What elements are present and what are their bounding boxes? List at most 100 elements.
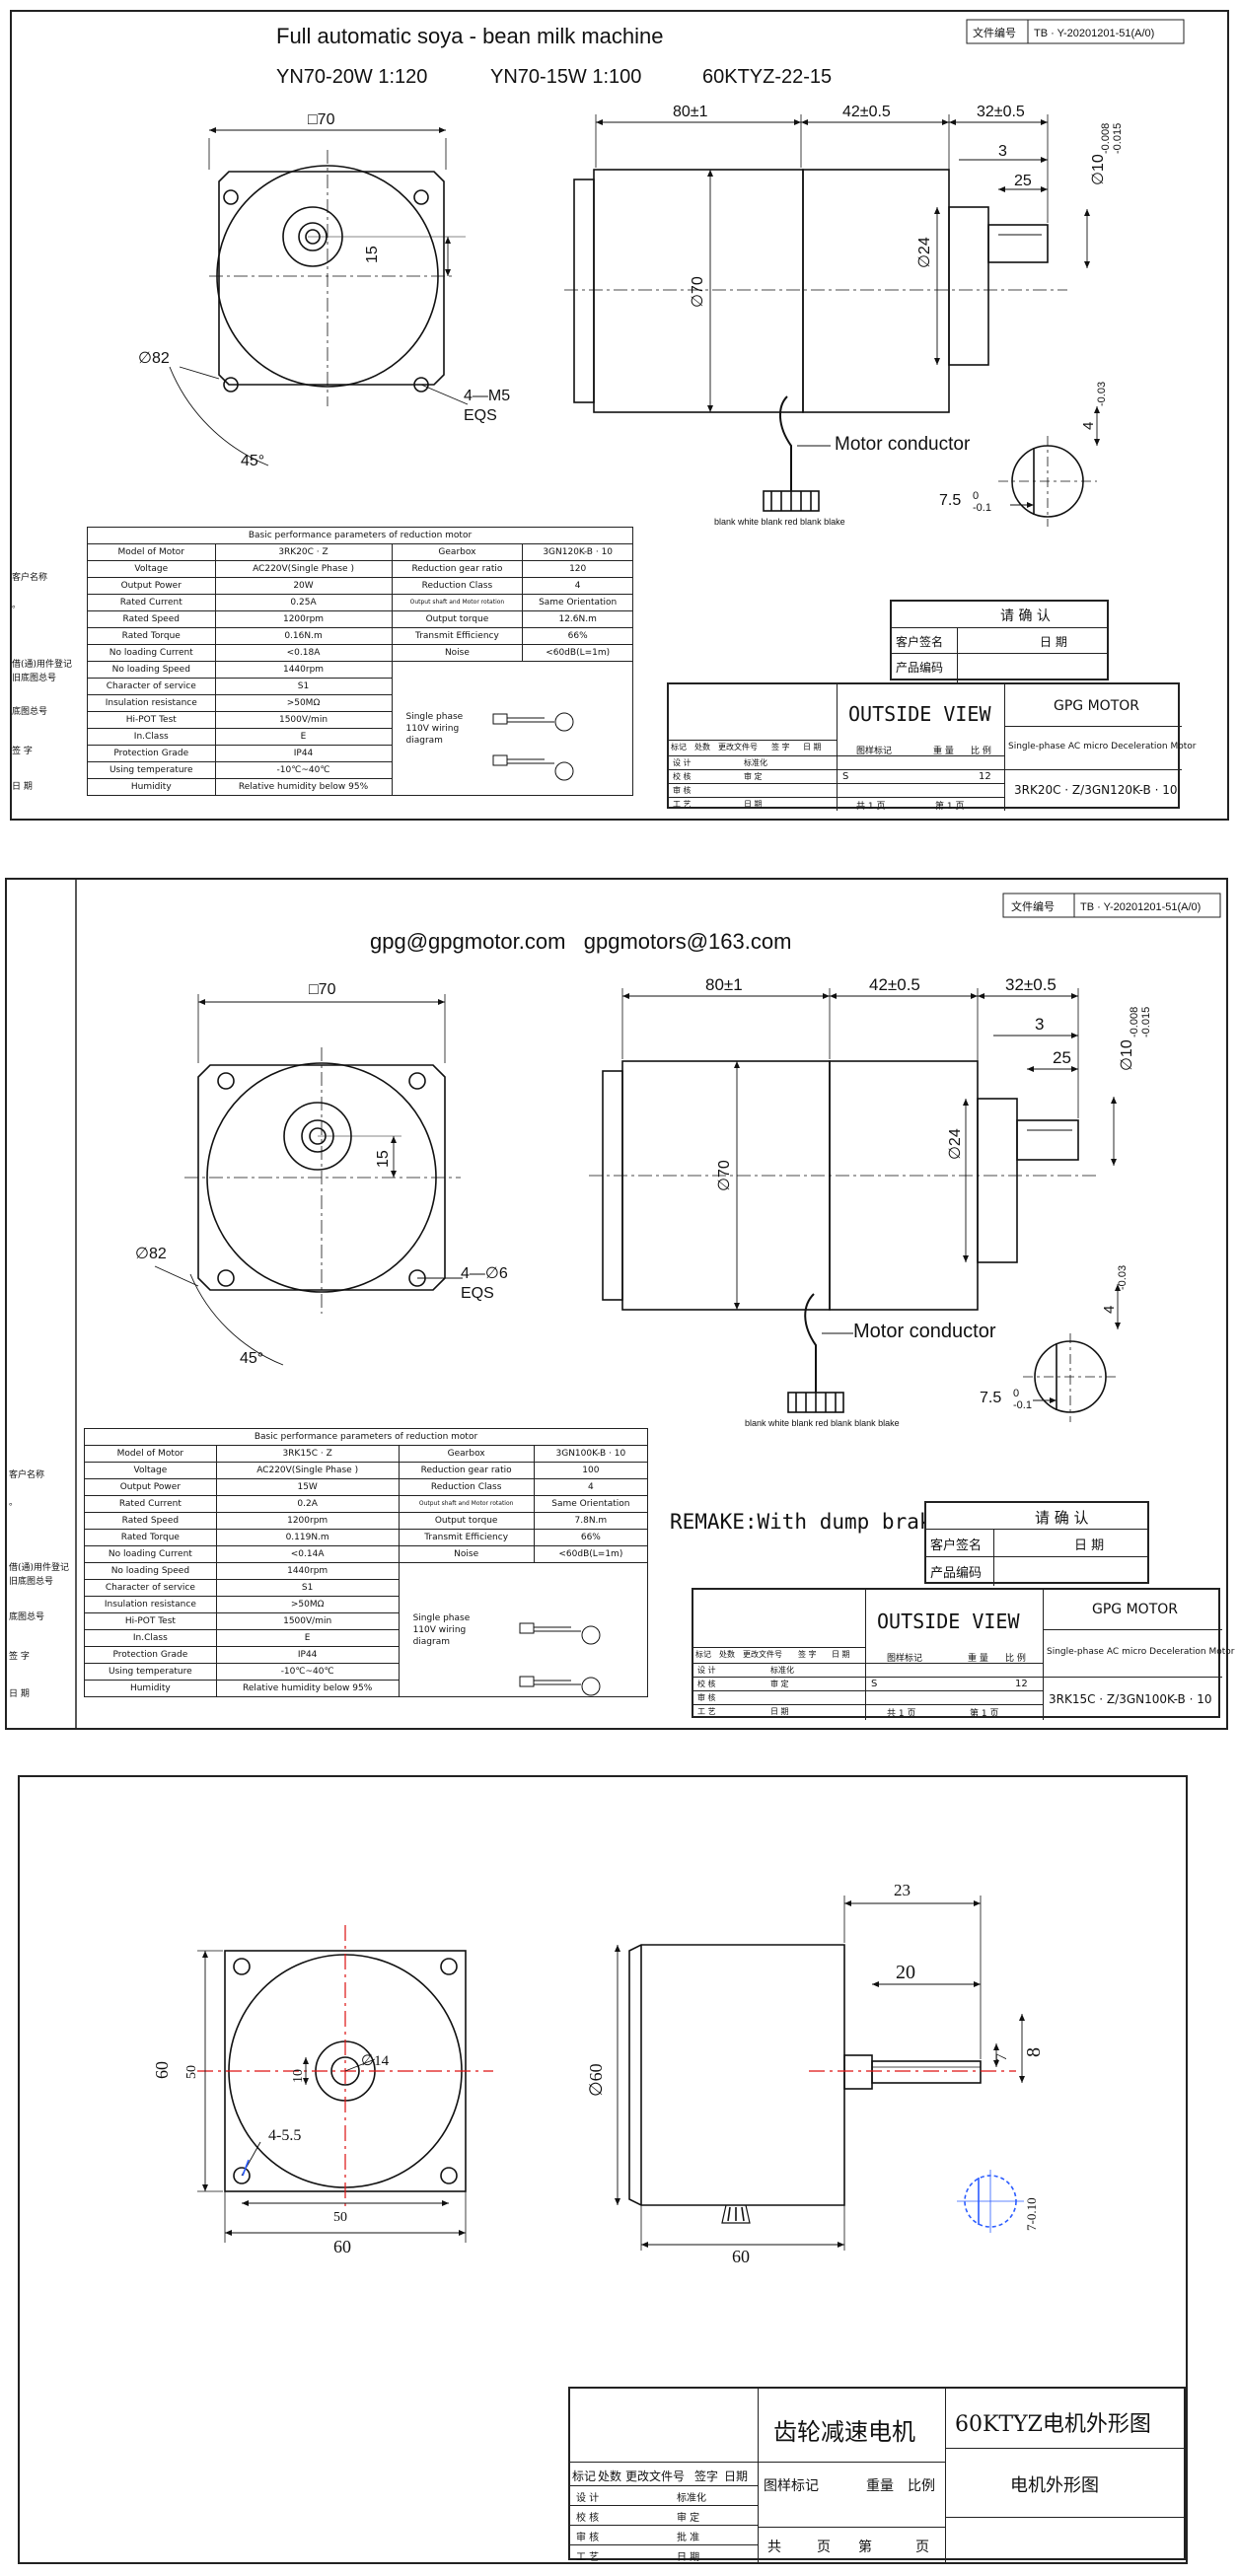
spec-cell: Output torque [391,610,524,628]
sheet2-side-label: 底图总号 [9,1612,45,1622]
spec-cell: -10℃~40℃ [215,1663,400,1681]
sheet1-dim-key25: 25 [1014,173,1032,189]
spec-cell: Voltage [84,1462,217,1479]
sheet2-emails: gpg@gpgmotor.com gpgmotors@163.com [370,929,791,954]
spec-cell: Same Orientation [533,1495,649,1513]
sheet2-title-block: OUTSIDE VIEW GPG MOTOR Single-phase AC m… [692,1588,1234,1720]
sheet3-tb-header: 签字 [694,2469,719,2483]
spec-cell: Character of service [84,1579,217,1597]
spec-cell: 3GN100K-B · 10 [533,1445,649,1463]
sheet2-tb-header: 处数 [719,1650,735,1659]
spec-cell: 1440rpm [214,661,393,679]
sheet3-tb-page-no: 第 [858,2540,872,2555]
spec-cell: AC220V(Single Phase ) [215,1462,400,1479]
spec-cell: 0.119N.m [215,1529,400,1546]
sheet1-dim-holes: 4—M5 [464,388,510,404]
sheet1-tb-row: 审 核 [673,786,692,795]
sheet1-tb-header: 日 期 [803,743,822,751]
sheet1-motor-conductor: Motor conductor [835,434,971,455]
sheet3-tb-header: 标记 [572,2469,597,2483]
sheet2-dim-gear-len: 42±0.5 [869,975,920,994]
sheet3-dim-shaft23: 23 [894,1881,911,1899]
spec-cell: Hi-POT Test [87,711,216,729]
sheet3-tb-approval: 批 准 [677,2533,700,2543]
sheet3-tb-header: 更改文件号 [625,2469,686,2483]
sheet3-tb-approval: 审 定 [677,2513,700,2524]
sheet1-dim-shaft-tol-top: -0.008 [1100,123,1112,154]
spec-cell: Reduction gear ratio [398,1462,535,1479]
spec-cell: 12.6N.m [522,610,633,628]
sheet3-dim-bore10: 10 [291,2069,306,2083]
sheet2-dim-square: □70 [309,981,336,998]
spec-cell: 66% [533,1529,649,1546]
sheet2-side-label: 签 字 [9,1652,30,1662]
spec-cell: Rated Torque [84,1529,217,1546]
sheet1-wiring-label: Single phase 110V wiring diagram [405,711,464,746]
spec-cell: 3RK15C · Z [215,1445,400,1463]
sheet3-tb-header: 日期 [724,2469,749,2483]
sheet2-spec-table: Basic performance parameters of reductio… [84,1428,649,1697]
sheet3-front-view [197,1925,493,2243]
sheet3-tb-pages-total: 共 [767,2540,781,2555]
sheet1-tb-stage: 图样标记 [856,747,893,756]
spec-cell: 0.16N.m [214,627,393,645]
sheet1-drawing: Full automatic soya - bean milk machine … [138,19,1185,781]
sheet2-confirm-customer: 客户签名 [930,1538,983,1553]
sheet1-tb-approval: 标准化 [744,758,767,767]
spec-cell: Insulation resistance [84,1596,217,1613]
sheet3-tb-row: 工 艺 [576,2552,600,2563]
spec-cell: No loading Current [84,1545,217,1563]
sheet1-dim-key-depth: 4 [1080,422,1097,430]
sheet1-dim-shaft-dia: ∅10 [1090,154,1107,185]
sheet1-tb-header: 更改文件号 [718,743,758,751]
sheet3-tb-pages-unit: 页 [817,2540,831,2555]
sheet1-side-label: 底图总号 [12,707,48,717]
sheet3-dim-flat-tol: 7-0.10 [1024,2197,1039,2231]
spec-cell: Relative humidity below 95% [214,778,393,796]
sheet2-tb-model: 3RK15C · Z/3GN100K-B · 10 [1049,1692,1212,1706]
sheet3-tb-drawing: 电机外形图 [1010,2475,1099,2496]
sheet2-tb-row: 校 核 [697,1680,716,1688]
sheet2-tb-weight: 重 量 [968,1654,988,1664]
spec-cell: No loading Speed [87,661,216,679]
sheet1-tb-row: 工 艺 [673,800,692,809]
sheet2-confirm-date: 日 期 [1074,1538,1105,1553]
sheet1-dim-angle: 45° [241,453,264,469]
sheet3-dim-flat7: 7 [993,2053,1010,2061]
sheet2-tb-approval: 日 期 [770,1707,789,1716]
spec-cell: S1 [215,1579,400,1597]
sheet1-model-2: YN70-15W 1:100 [490,66,641,88]
sheet1-confirm-box: 请 确 认 客户签名 日 期 产品编码 [890,600,1109,682]
sheet2-dim-boss-dia: ∅24 [947,1128,964,1160]
spec-cell: Rated Speed [84,1512,217,1530]
sheet2-dim-flat-tol-bot: -0.1 [1013,1399,1032,1411]
spec-cell: No loading Current [87,644,216,662]
sheet2-side-label: 旧底图总号 [9,1577,54,1587]
sheet2-tb-scale-value: 12 [1015,1679,1028,1689]
spec-cell: 1440rpm [215,1562,400,1580]
spec-cell: >50MΩ [215,1596,400,1613]
sheet3-dim-holes: 4-5.5 [268,2127,301,2144]
sheet3-tb-name: 齿轮减速电机 [773,2418,915,2446]
spec-cell: Gearbox [391,543,524,561]
spec-cell: 3RK20C · Z [214,543,393,561]
sheet3-tb-stage: 图样标记 [764,2478,819,2494]
sheet3-drawing: 60 50 10 ∅14 4-5.5 50 60 [152,1881,1045,2266]
spec-cell: <0.14A [215,1545,400,1563]
sheet2-tb-page: 第 1 页 [970,1709,999,1719]
sheet1-tb-desc: Single-phase AC micro Deceleration Motor [1008,742,1197,751]
sheet2-dim-shaft-tol-top: -0.008 [1129,1007,1140,1038]
sheet2-side-label: 借(通)用件登记 [9,1563,70,1573]
sheet1-confirm-customer: 客户签名 [896,635,944,649]
spec-cell: Humidity [87,778,216,796]
sheet1-side-label: 日 期 [12,782,33,792]
sheet2-dim-flat-tol-top: 0 [1013,1388,1019,1399]
spec-cell: >50MΩ [214,694,393,712]
sheet2-tb-view: OUTSIDE VIEW [877,1610,1020,1633]
spec-cell: 66% [522,627,633,645]
spec-cell: 1500V/min [214,711,393,729]
sheet1-dim-key-depth-tol: -0.03 [1096,382,1108,406]
spec-cell: Same Orientation [522,594,633,611]
sheet2-tb-s: S [871,1679,878,1689]
sheet1-dim-flat: 7.5 [939,492,961,509]
